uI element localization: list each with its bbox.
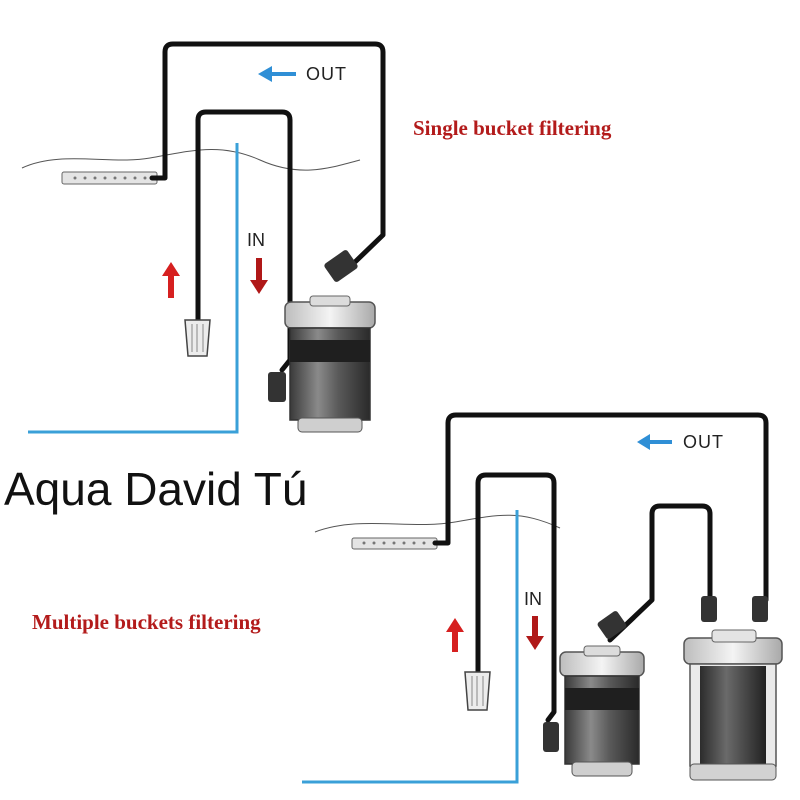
in-label: IN bbox=[247, 230, 265, 250]
up-arrow-icon bbox=[446, 618, 464, 652]
out-label: OUT bbox=[306, 64, 347, 84]
inlet-valve-icon bbox=[543, 722, 559, 752]
watermark-text: Aqua David Tú bbox=[4, 463, 307, 515]
out-arrow-icon bbox=[637, 434, 672, 450]
water-surface-line bbox=[21, 148, 361, 171]
inlet-valve-icon bbox=[268, 372, 286, 402]
out-arrow-icon bbox=[258, 66, 296, 82]
out-label: OUT bbox=[683, 432, 724, 452]
canister-filter-icon bbox=[559, 645, 645, 777]
outflow-hose bbox=[149, 41, 386, 265]
intake-hose bbox=[475, 472, 557, 723]
strainer-slots bbox=[471, 676, 484, 706]
aquarium-glass bbox=[28, 143, 239, 434]
spray-holes bbox=[73, 176, 147, 180]
spray-holes bbox=[362, 541, 426, 545]
link-valve-icon bbox=[701, 596, 717, 622]
multiple-bucket-caption: Multiple buckets filtering bbox=[32, 610, 261, 634]
canister-filter-icon bbox=[284, 295, 376, 433]
strainer-slots bbox=[191, 324, 204, 352]
link-hose bbox=[607, 503, 713, 643]
single-bucket-caption: Single bucket filtering bbox=[413, 116, 612, 140]
large-canister-filter-icon bbox=[683, 629, 783, 781]
outlet-valve-icon bbox=[324, 250, 358, 282]
in-label: IN bbox=[524, 589, 542, 609]
intake-hose bbox=[195, 109, 293, 373]
down-arrow-icon bbox=[250, 258, 268, 294]
return-valve-icon bbox=[752, 596, 768, 622]
outflow-hose bbox=[432, 412, 769, 615]
up-arrow-icon bbox=[162, 262, 180, 298]
outlet-valve-icon bbox=[597, 611, 627, 639]
aquarium-glass bbox=[302, 510, 519, 784]
down-arrow-icon bbox=[526, 616, 544, 650]
water-surface-line bbox=[314, 514, 561, 533]
single-bucket-diagram: OUT IN Single bucket filtering bbox=[21, 41, 612, 434]
multiple-bucket-diagram: OUT IN Multiple buckets filtering bbox=[32, 412, 783, 784]
